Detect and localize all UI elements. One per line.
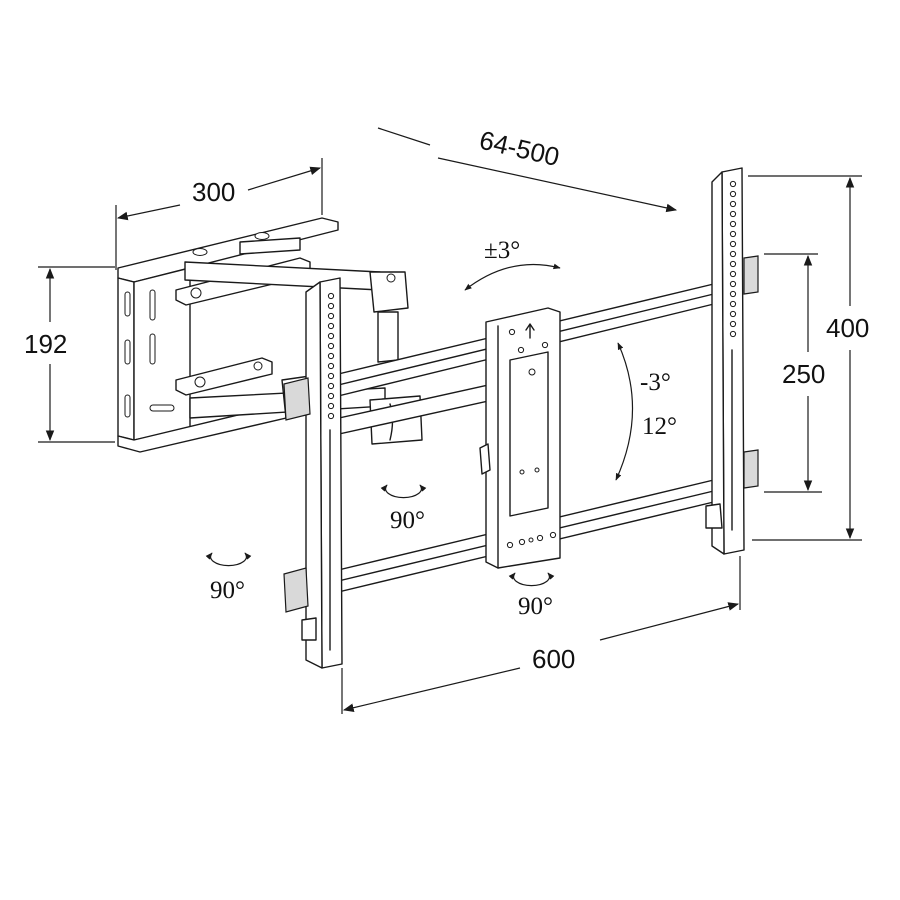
label-vesa-vertical-max: 400: [826, 313, 869, 343]
label-swivel-wall: 90°: [210, 577, 245, 604]
dimension-192: [38, 266, 115, 443]
tilt-arc-icon: [615, 342, 634, 481]
level-adjust-arc-icon: [464, 263, 561, 291]
tilt-head: [479, 307, 561, 569]
swivel-arm-icon: [380, 484, 427, 499]
right-vertical-rail: [705, 167, 759, 555]
swivel-head-icon: [508, 572, 555, 587]
label-level-adjust: ±3°: [484, 237, 520, 264]
dimension-600: [341, 556, 741, 714]
label-wall-plate-height: 192: [24, 329, 67, 359]
rail-holes-left: [327, 292, 335, 420]
label-vesa-horizontal: 600: [532, 644, 575, 674]
wall-plate: [117, 217, 339, 453]
left-vertical-rail: [283, 277, 343, 669]
swivel-wall-icon: [205, 552, 252, 567]
label-swivel-arm: 90°: [390, 507, 425, 534]
rail-holes-right: [729, 180, 737, 338]
dimension-250: [764, 253, 822, 493]
label-tilt-down: 12°: [642, 413, 677, 440]
up-arrow-icon: [525, 323, 535, 339]
label-tilt-up: -3°: [640, 369, 671, 396]
label-wall-plate-width: 300: [192, 177, 235, 207]
label-vesa-vertical-min: 250: [782, 359, 825, 389]
label-swivel-head: 90°: [518, 593, 553, 620]
dimension-64-500: [377, 127, 678, 213]
label-extension-range: 64-500: [477, 125, 563, 172]
dimension-400: [748, 175, 862, 541]
dimension-300: [115, 158, 323, 270]
